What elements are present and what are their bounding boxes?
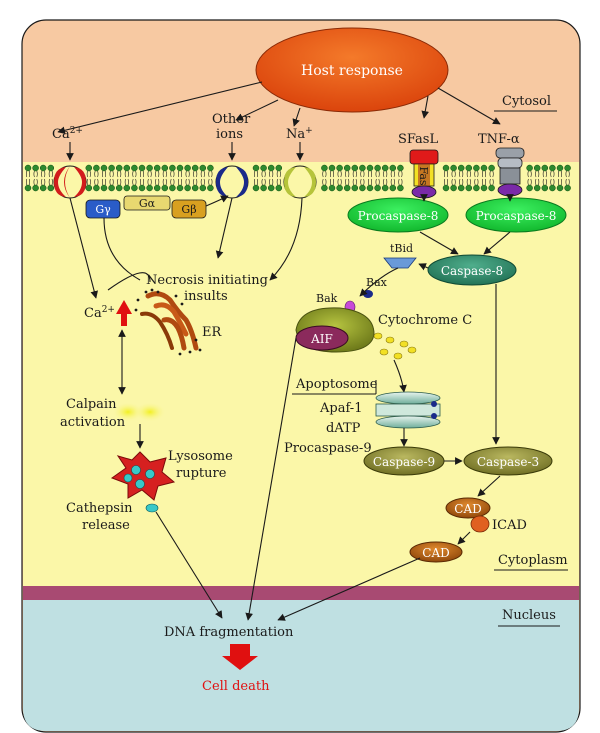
g-gamma-label: Gγ — [95, 203, 111, 216]
tnf-label: TNF-α — [478, 132, 520, 147]
host-response-node — [255, 27, 449, 113]
sodium-channel — [283, 165, 317, 199]
er-label: ER — [202, 325, 222, 340]
cytochrome-c-dots — [373, 332, 417, 360]
calcium-inside-label: Ca2+ — [84, 305, 115, 321]
procaspase8-node-left — [347, 197, 449, 233]
datp-label: dATP — [326, 421, 361, 436]
caspase8-label: Caspase-8 — [441, 264, 503, 278]
endoplasmic-reticulum — [134, 288, 202, 356]
sodium-label: Na+ — [286, 126, 313, 142]
lysosome-label-line1: Lysosome — [168, 449, 233, 464]
fas-label: Fas — [417, 166, 430, 185]
necrosis-label-line1: Necrosis initiating — [146, 273, 268, 288]
caspase8-node — [427, 254, 517, 286]
cytoplasm-region — [23, 162, 579, 586]
tnf-receptor — [495, 147, 525, 197]
tbid-label: tBid — [390, 242, 413, 255]
caspase3-node — [463, 446, 553, 476]
other-ions-label-line2: ions — [216, 127, 243, 142]
procaspase8-node-right — [465, 197, 567, 233]
calcium-increase-arrow — [116, 300, 132, 326]
procaspase8-label-right: Procaspase-8 — [476, 209, 557, 223]
apaf1-label: Apaf-1 — [319, 401, 362, 416]
icad-node — [470, 515, 490, 533]
apoptosome-label: Apoptosome — [295, 377, 378, 392]
procaspase8-label-left: Procaspase-8 — [358, 209, 439, 223]
tbid-shape — [383, 257, 417, 269]
nucleus-region — [23, 600, 579, 731]
calpain-label-line1: Calpain — [66, 397, 117, 412]
bak-label: Bak — [316, 292, 338, 305]
caspase3-label: Caspase-3 — [477, 455, 539, 469]
cathepsin-shape — [145, 503, 159, 513]
caspase9-label: Caspase-9 — [373, 455, 435, 469]
plasma-membrane — [24, 164, 571, 192]
cell-death-arrow — [222, 644, 258, 670]
calpain-label-line2: activation — [60, 415, 126, 430]
icad-label: ICAD — [492, 518, 527, 533]
nucleus-label: Nucleus — [502, 608, 556, 623]
cell-death-label: Cell death — [202, 679, 270, 694]
g-protein-complex — [85, 195, 207, 219]
nuclear-membrane — [23, 586, 579, 600]
calcium-channel — [53, 165, 87, 199]
g-alpha-label: Gα — [139, 197, 156, 210]
procaspase9-label: Procaspase-9 — [284, 441, 372, 456]
other-ions-label-line1: Other — [212, 112, 251, 127]
cathepsin-label-line2: release — [82, 518, 130, 533]
fas-receptor — [409, 149, 439, 199]
cad-top-label: CAD — [454, 502, 481, 516]
cathepsin-label-line1: Cathepsin — [66, 501, 133, 516]
host-response-label: Host response — [301, 63, 403, 79]
dna-fragmentation-label: DNA fragmentation — [164, 625, 294, 640]
calcium-label: Ca2+ — [52, 126, 83, 142]
cad-bottom-label: CAD — [422, 546, 449, 560]
necrosis-label-line2: insults — [184, 289, 228, 304]
apoptosome-complex — [375, 391, 441, 429]
cad-top-node — [445, 497, 491, 519]
other-ions-channel — [215, 165, 249, 199]
cytosol-label: Cytosol — [502, 94, 551, 109]
lysosome-label-line2: rupture — [176, 466, 227, 481]
aif-label: AIF — [310, 332, 333, 346]
sfasl-label: SFasL — [398, 132, 438, 147]
g-beta-label: Gβ — [181, 203, 196, 216]
cad-bottom-node — [409, 541, 463, 563]
cytoplasm-label: Cytoplasm — [498, 553, 568, 568]
calpain-shape — [112, 402, 166, 422]
lysosome-shape — [110, 451, 176, 501]
cytochrome-c-label: Cytochrome C — [378, 313, 472, 328]
